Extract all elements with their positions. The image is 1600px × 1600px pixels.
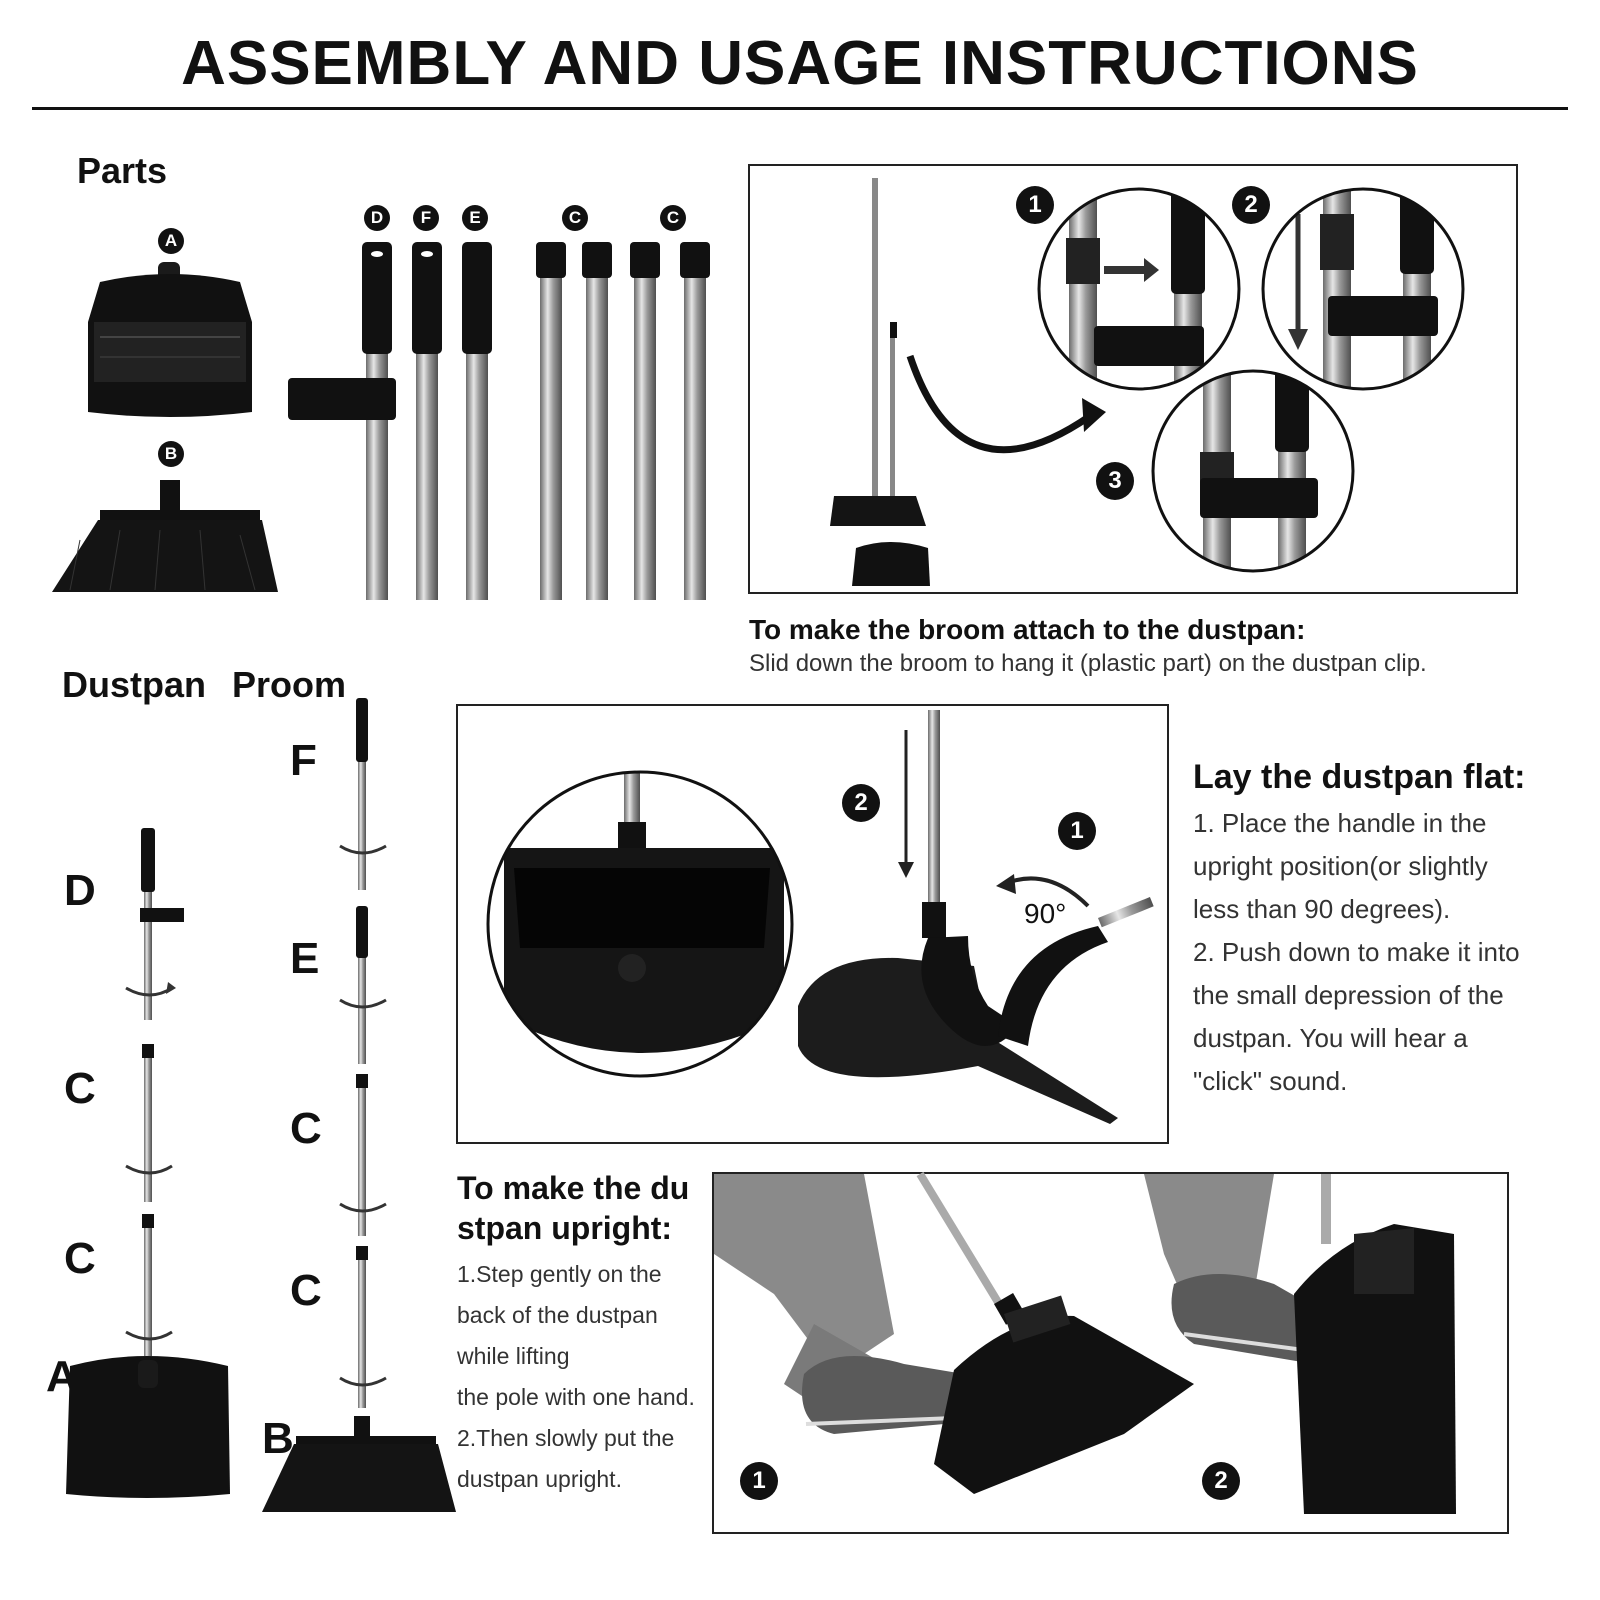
dustpan-assembly-illustration xyxy=(66,828,230,1498)
broom-step-c2-label: C xyxy=(290,1266,322,1315)
dustpan-step-d-label: D xyxy=(64,866,96,915)
attach-step-3-badge: 3 xyxy=(1096,462,1134,500)
upright-line: while lifting xyxy=(457,1343,570,1369)
lay-flat-line: dustpan. You will hear a xyxy=(1193,1023,1468,1053)
upright-line: 1.Step gently on the xyxy=(457,1261,662,1287)
attach-title: To make the broom attach to the dustpan: xyxy=(749,614,1306,645)
lay-flat-step-2-badge: 2 xyxy=(842,784,880,822)
upright-instructions: 1.Step gently on the back of the dustpan… xyxy=(457,1254,695,1500)
broom-step-c1-label: C xyxy=(290,1104,322,1153)
dustpan-step-c1-label: C xyxy=(64,1064,96,1113)
lay-flat-line: upright position(or slightly xyxy=(1193,851,1488,881)
lay-flat-line: "click" sound. xyxy=(1193,1066,1348,1096)
upright-steps-illustration xyxy=(714,1171,1456,1514)
dustpan-step-c2-label: C xyxy=(64,1234,96,1283)
lay-flat-line: 1. Place the handle in the xyxy=(1193,808,1487,838)
upright-title-line: To make the du xyxy=(457,1170,690,1206)
badge-pole-d: D xyxy=(364,205,390,231)
upright-line: the pole with one hand. xyxy=(457,1384,695,1410)
broom-step-e-label: E xyxy=(290,934,320,983)
lay-flat-step-1-badge: 1 xyxy=(1058,812,1096,850)
angle-label: 90° xyxy=(1024,898,1067,929)
upright-title: To make the du stpan upright: xyxy=(457,1168,689,1248)
dustpan-column-heading: Dustpan xyxy=(62,664,206,705)
upright-step-2-badge: 2 xyxy=(1202,1462,1240,1500)
lay-flat-line: less than 90 degrees). xyxy=(1193,894,1451,924)
dustpan-part-illustration xyxy=(88,262,252,417)
title-divider xyxy=(32,107,1568,110)
lay-flat-panel: 2 1 90° xyxy=(456,704,1169,1144)
attach-step-1-badge: 1 xyxy=(1016,186,1054,224)
upright-step-1-badge: 1 xyxy=(740,1462,778,1500)
attach-step-2-detail xyxy=(1261,187,1465,391)
lay-flat-dustpan-zoom xyxy=(486,770,794,1078)
lay-flat-instructions: 1. Place the handle in the upright posit… xyxy=(1193,802,1520,1103)
parts-heading: Parts xyxy=(77,150,168,191)
broom-step-f-label: F xyxy=(290,736,317,785)
lay-flat-title: Lay the dustpan flat: xyxy=(1193,758,1526,796)
lay-flat-line: 2. Push down to make it into xyxy=(1193,937,1520,967)
upright-panel: 1 2 xyxy=(712,1171,1509,1534)
upright-line: dustpan upright. xyxy=(457,1466,622,1492)
broom-step-b-label: B xyxy=(262,1414,294,1463)
broom-dustpan-stand-illustration xyxy=(830,178,1106,586)
badge-part-b: B xyxy=(158,441,184,467)
lay-flat-dustpan-illustration xyxy=(798,710,1154,1124)
upright-line: back of the dustpan xyxy=(457,1302,658,1328)
upright-title-line: stpan upright: xyxy=(457,1210,673,1246)
badge-part-a: A xyxy=(158,228,184,254)
attach-step-2-badge: 2 xyxy=(1232,186,1270,224)
badge-pole-e: E xyxy=(462,205,488,231)
upright-line: 2.Then slowly put the xyxy=(457,1425,675,1451)
badge-pole-f: F xyxy=(413,205,439,231)
attach-body: Slid down the broom to hang it (plastic … xyxy=(749,650,1427,677)
attach-panel: 1 2 3 xyxy=(748,164,1518,594)
page-title: ASSEMBLY AND USAGE INSTRUCTIONS xyxy=(181,29,1419,98)
broom-assembly-illustration xyxy=(262,698,456,1512)
attach-step-3-detail xyxy=(1151,369,1355,573)
broom-column-heading: Proom xyxy=(232,664,347,705)
broom-head-part-illustration xyxy=(52,480,278,592)
attach-step-1-detail xyxy=(1037,187,1241,391)
badge-pole-c-1: C xyxy=(562,205,588,231)
pole-parts-illustration xyxy=(288,242,710,600)
lay-flat-line: the small depression of the xyxy=(1193,980,1504,1010)
badge-pole-c-2: C xyxy=(660,205,686,231)
